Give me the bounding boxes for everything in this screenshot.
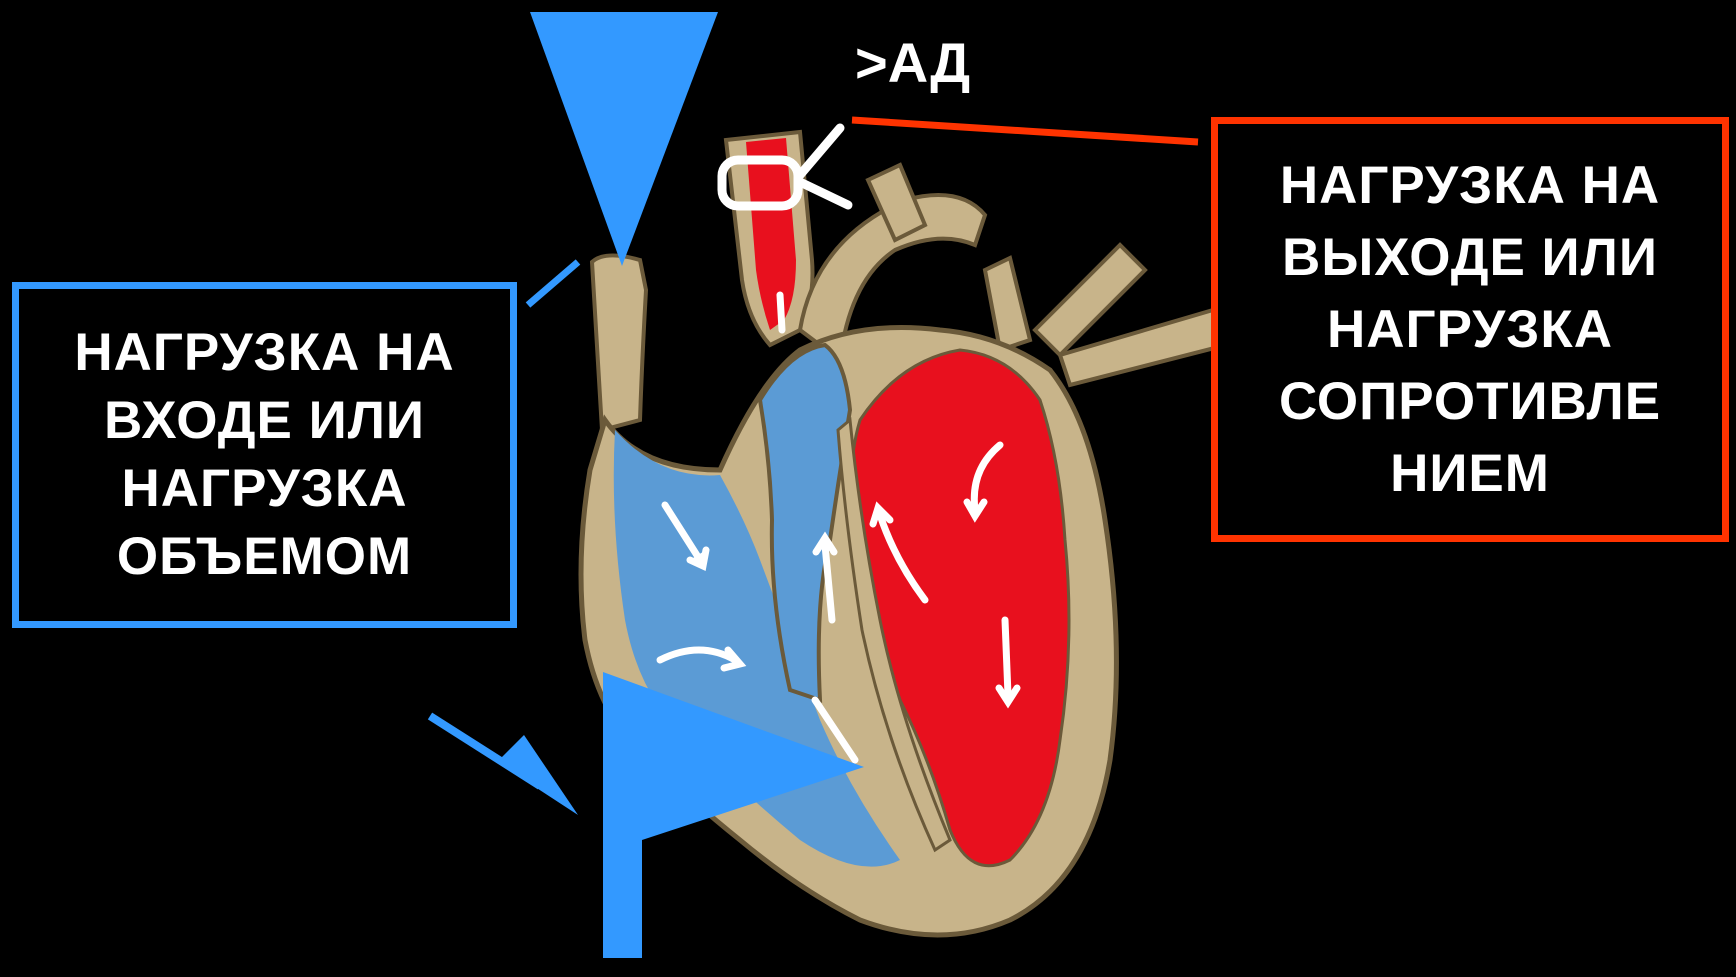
subclavian-stub [985, 258, 1030, 350]
heart-body [581, 328, 1116, 936]
flow-arrow-vc [780, 295, 782, 330]
preload-connector-line [528, 262, 578, 305]
triangle-down-icon [530, 12, 718, 266]
arrow-down-right-icon [430, 716, 578, 815]
flow-arrow-lv-down [1005, 620, 1008, 695]
preload-label-text: НАГРУЗКА НА ВХОДЕ ИЛИ НАГРУЗКА ОБЪЕМОМ [74, 319, 454, 591]
preload-label-box: НАГРУЗКА НА ВХОДЕ ИЛИ НАГРУЗКА ОБЪЕМОМ [12, 282, 517, 628]
afterload-connector-line [852, 120, 1198, 142]
afterload-label-text: НАГРУЗКА НА ВЫХОДЕ ИЛИ НАГРУЗКА СОПРОТИВ… [1279, 150, 1661, 510]
blood-pressure-label: >АД [855, 28, 970, 98]
afterload-label-box: НАГРУЗКА НА ВЫХОДЕ ИЛИ НАГРУЗКА СОПРОТИВ… [1211, 117, 1729, 542]
superior-vena-cava [592, 255, 646, 430]
